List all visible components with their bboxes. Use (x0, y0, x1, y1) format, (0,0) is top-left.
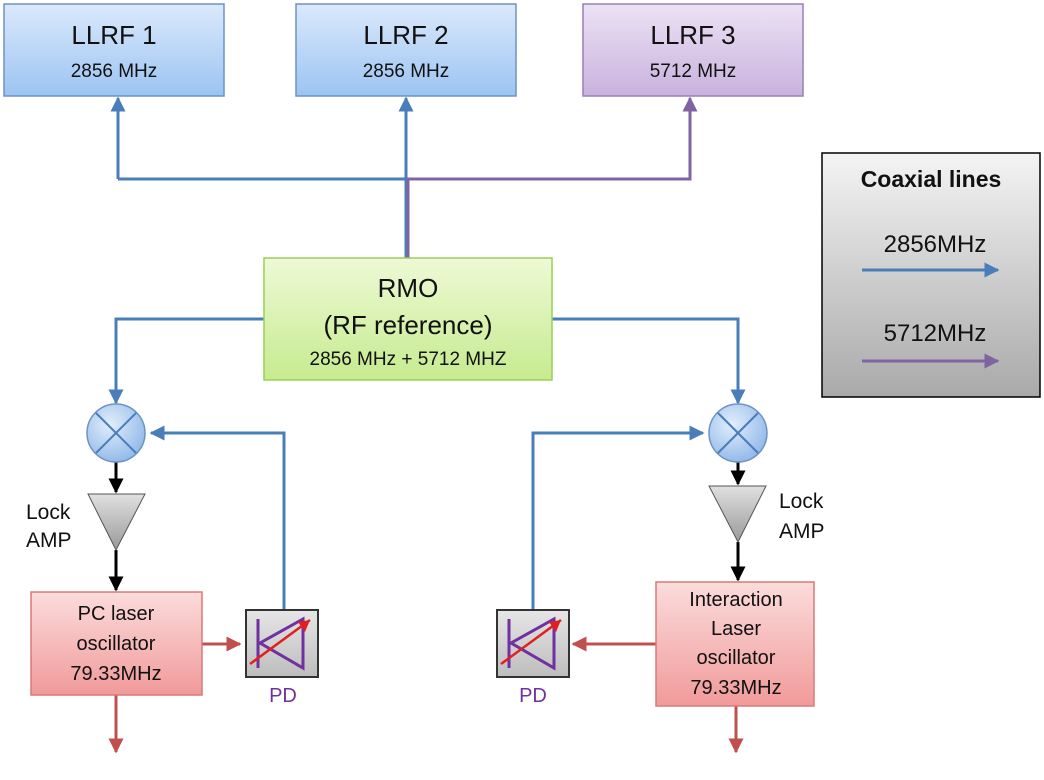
left-osc-line1: PC laser (78, 603, 155, 625)
left-osc-line2: oscillator (77, 633, 156, 655)
right-osc-line4: 79.33MHz (690, 677, 781, 699)
rmo-to-left-mixer (108, 317, 264, 405)
right-osc-line1: Interaction (689, 589, 782, 611)
right-pd-label: PD (519, 685, 547, 707)
left-amp-label-line1: Lock (26, 501, 71, 524)
left-oscillator-box: PC laser oscillator 79.33MHz (30, 591, 203, 696)
right-mixer (708, 403, 768, 463)
llrf3-name: LLRF 3 (650, 20, 735, 50)
right-oscillator-box: Interaction Laser oscillator 79.33MHz (655, 581, 815, 707)
left-mixer (86, 403, 146, 463)
legend-title: Coaxial lines (861, 166, 1002, 192)
rmo-subtitle: (RF reference) (323, 310, 492, 340)
right-pd-feedback (531, 425, 705, 610)
legend-item2-label: 5712MHz (884, 320, 987, 347)
right-osc-line3: oscillator (697, 647, 776, 669)
rmo-to-right-mixer (552, 317, 746, 405)
right-osc-line2: Laser (711, 618, 761, 640)
llrf3-freq: 5712 MHz (650, 61, 737, 82)
left-photodiode (245, 609, 319, 678)
llrf3-box: LLRF 3 5712 MHz (582, 3, 804, 97)
rmo-box: RMO (RF reference) 2856 MHz + 5712 MHZ (263, 257, 553, 381)
right-amp-label-line2: AMP (779, 520, 825, 543)
left-lock-amp (87, 493, 146, 552)
llrf2-freq: 2856 MHz (363, 61, 450, 82)
rmo-title: RMO (378, 273, 439, 303)
llrf1-box: LLRF 1 2856 MHz (3, 3, 225, 97)
left-pd-feedback (149, 425, 286, 610)
llrf2-name: LLRF 2 (363, 20, 448, 50)
llrf1-name: LLRF 1 (71, 20, 156, 50)
llrf1-freq: 2856 MHz (71, 61, 158, 82)
rmo-frequencies: 2856 MHz + 5712 MHZ (310, 349, 507, 370)
rmo-to-llrf-bus (118, 177, 408, 258)
llrf2-box: LLRF 2 2856 MHz (295, 3, 517, 97)
line-to-llrf3 (406, 96, 698, 258)
connection-lines (108, 96, 746, 754)
legend: Coaxial lines 2856MHz 5712MHz (821, 152, 1041, 398)
right-photodiode (496, 609, 570, 678)
left-amp-label-line2: AMP (26, 529, 72, 552)
legend-item1-label: 2856MHz (884, 231, 987, 258)
right-amp-label-line1: Lock (779, 490, 824, 513)
right-lock-amp (708, 485, 767, 544)
left-osc-line3: 79.33MHz (70, 663, 161, 685)
left-pd-label: PD (269, 685, 297, 707)
